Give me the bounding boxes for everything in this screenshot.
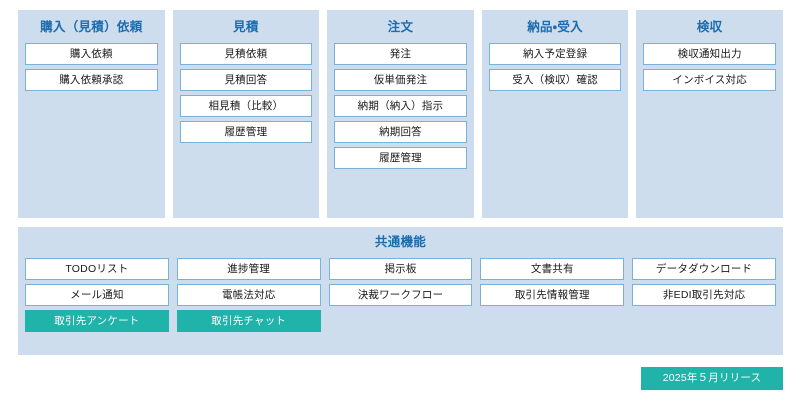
- panel-title: 購入（見積）依頼: [40, 20, 143, 34]
- panel-title: 注文: [387, 20, 414, 34]
- function-button[interactable]: メール通知: [25, 284, 169, 306]
- function-button[interactable]: 取引先チャット: [176, 310, 321, 332]
- function-button[interactable]: 掲示板: [328, 258, 473, 280]
- panel-title: 検収: [696, 20, 723, 34]
- function-button[interactable]: 決裁ワークフロー: [328, 284, 473, 306]
- release-badge: 2025年５月リリース: [641, 367, 783, 390]
- function-button[interactable]: 購入依頼承認: [25, 69, 158, 91]
- process-panel: 注文発注仮単価発注納期（納入）指示納期回答履歴管理: [327, 10, 474, 218]
- common-functions-grid: TODOリストメール通知取引先アンケート進捗管理電帳法対応取引先チャット掲示板決…: [25, 258, 776, 332]
- function-button[interactable]: 非EDI取引先対応: [632, 284, 776, 306]
- function-button[interactable]: 履歴管理: [334, 147, 467, 169]
- process-panel: 見積見積依頼見積回答相見積（比較） 履歴管理: [172, 10, 320, 218]
- function-button[interactable]: 相見積（比較）: [179, 95, 313, 117]
- process-panel-row: 購入（見積）依頼購入依頼購入依頼承認見積見積依頼見積回答相見積（比較）履歴管理注…: [18, 10, 783, 218]
- function-button[interactable]: 取引先アンケート: [25, 310, 169, 332]
- common-functions-column: 掲示板決裁ワークフロー: [328, 258, 473, 332]
- function-button[interactable]: インボイス対応: [643, 69, 776, 91]
- common-functions-column: データダウンロード非EDI取引先対応: [632, 258, 776, 332]
- function-button[interactable]: 受入（検収）確認: [488, 69, 622, 91]
- common-functions-title: 共通機能: [374, 235, 427, 249]
- footer: 2025年５月リリース: [18, 367, 783, 390]
- panel-title: 納品・受入: [527, 20, 583, 34]
- function-button[interactable]: 取引先情報管理: [480, 284, 625, 306]
- function-button[interactable]: 納入予定登録: [488, 43, 622, 65]
- panel-title: 見積: [233, 20, 259, 34]
- function-button[interactable]: 文書共有: [480, 258, 625, 280]
- process-panel: 検収検収通知出力インボイス対応: [636, 10, 783, 218]
- function-button[interactable]: 電帳法対応: [176, 284, 321, 306]
- function-button[interactable]: TODOリスト: [25, 258, 169, 280]
- process-panel: 購入（見積）依頼購入依頼購入依頼承認: [18, 10, 165, 218]
- function-button[interactable]: 見積依頼: [179, 43, 313, 65]
- function-button[interactable]: 納期（納入）指示: [334, 95, 467, 117]
- function-button[interactable]: データダウンロード: [632, 258, 776, 280]
- common-functions-column: 進捗管理電帳法対応取引先チャット: [176, 258, 321, 332]
- common-functions-column: 文書共有取引先情報管理: [480, 258, 625, 332]
- function-button[interactable]: 納期回答: [334, 121, 467, 143]
- process-panel: 納品・受入納入予定登録受入（検収）確認: [481, 10, 629, 218]
- function-button[interactable]: 履歴管理: [179, 121, 313, 143]
- function-button[interactable]: 検収通知出力: [643, 43, 776, 65]
- function-button[interactable]: 仮単価発注: [334, 69, 467, 91]
- function-button[interactable]: 発注: [334, 43, 467, 65]
- common-functions-panel: 共通機能 TODOリストメール通知取引先アンケート進捗管理電帳法対応取引先チャッ…: [18, 227, 783, 355]
- function-button[interactable]: 購入依頼: [25, 43, 158, 65]
- function-button[interactable]: 進捗管理: [176, 258, 321, 280]
- function-button[interactable]: 見積回答: [179, 69, 313, 91]
- common-functions-column: TODOリストメール通知取引先アンケート: [25, 258, 169, 332]
